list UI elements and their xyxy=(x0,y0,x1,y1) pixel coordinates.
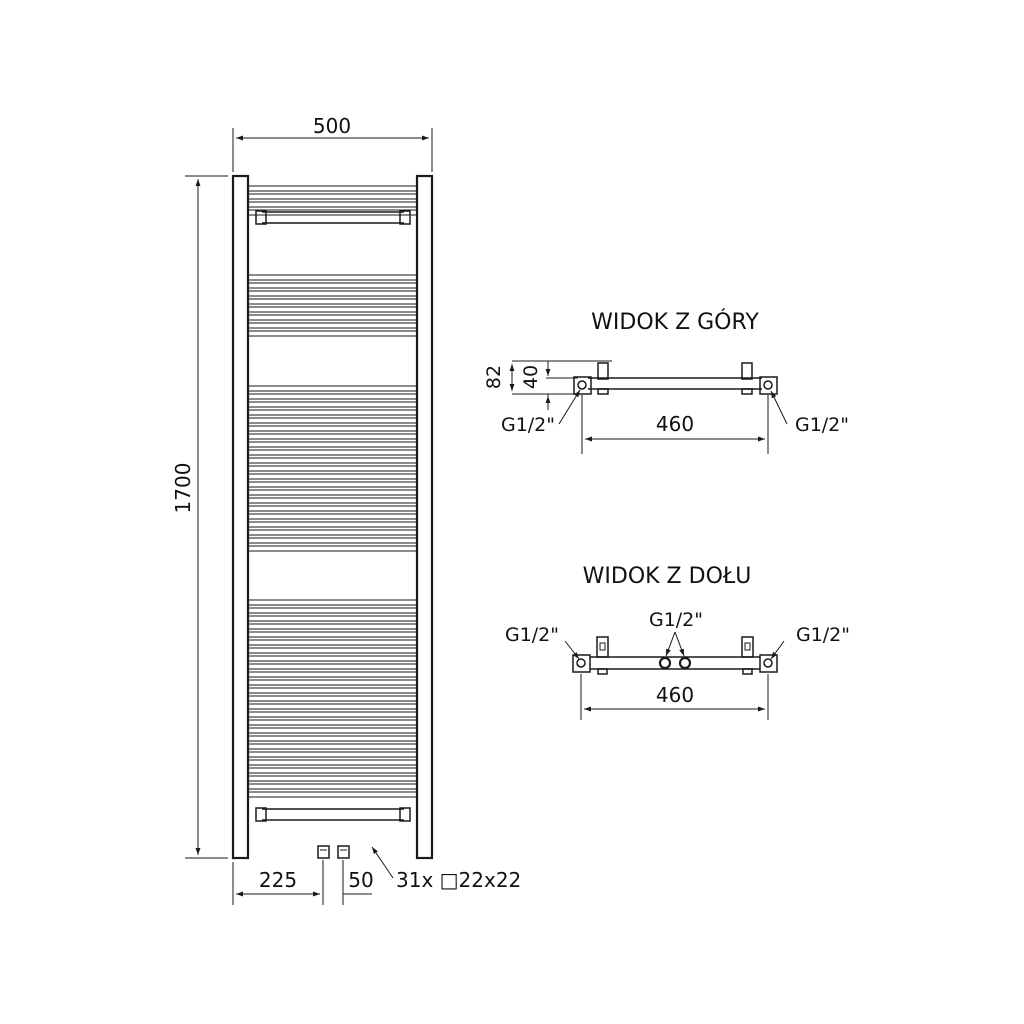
horizontal-tube xyxy=(248,672,417,677)
horizontal-tube xyxy=(248,530,417,535)
horizontal-tube xyxy=(248,720,417,725)
horizontal-tube xyxy=(248,474,417,479)
horizontal-tube xyxy=(248,688,417,693)
top-view: WIDOK Z GÓRY 82 40 G1/2" G1/2" xyxy=(483,309,849,454)
horizontal-tube xyxy=(248,450,417,455)
horizontal-tube xyxy=(248,426,417,431)
horizontal-tube xyxy=(248,736,417,741)
pipe-spacing-dimension: 225 50 xyxy=(232,860,374,905)
front-view: 500 1700 225 50 31x □22x22 xyxy=(171,114,521,905)
depth-outer-label: 82 xyxy=(483,365,505,389)
horizontal-tubes xyxy=(248,185,417,798)
horizontal-tube xyxy=(248,186,417,191)
horizontal-tube xyxy=(248,616,417,621)
horizontal-tube xyxy=(248,402,417,407)
horizontal-tube xyxy=(248,275,417,280)
horizontal-tube xyxy=(248,434,417,439)
horizontal-tube xyxy=(248,331,417,336)
top-left-connection-label: G1/2" xyxy=(501,414,555,436)
horizontal-tube xyxy=(248,315,417,320)
top-axis-spacing-label: 460 xyxy=(656,412,694,436)
horizontal-tube xyxy=(248,202,417,207)
horizontal-tube xyxy=(248,466,417,471)
bottom-view: WIDOK Z DOŁU G1/2" G1/2" G1/2" 460 xyxy=(505,564,850,720)
horizontal-tube xyxy=(248,522,417,527)
horizontal-tube xyxy=(248,712,417,717)
horizontal-tube xyxy=(248,600,417,605)
width-dimension: 500 xyxy=(232,114,433,172)
horizontal-tube xyxy=(248,323,417,328)
bottom-left-connection-label: G1/2" xyxy=(505,624,559,646)
height-dimension: 1700 xyxy=(171,175,228,859)
horizontal-tube xyxy=(248,744,417,749)
horizontal-tube xyxy=(248,386,417,391)
horizontal-tube xyxy=(248,768,417,773)
top-right-connection-label: G1/2" xyxy=(795,414,849,436)
horizontal-tube xyxy=(248,498,417,503)
height-label: 1700 xyxy=(171,463,195,514)
bottom-middle-connection-b xyxy=(678,656,692,670)
bottom-view-title: WIDOK Z DOŁU xyxy=(583,564,752,589)
bottom-middle-connection-label: G1/2" xyxy=(649,609,703,631)
top-right-connection xyxy=(759,376,778,395)
width-label: 500 xyxy=(313,114,351,138)
horizontal-tube xyxy=(248,307,417,312)
connector-spacing-label: 50 xyxy=(348,868,373,892)
horizontal-tube xyxy=(248,299,417,304)
horizontal-tube xyxy=(248,458,417,463)
right-column xyxy=(415,174,434,860)
bottom-right-connection-label: G1/2" xyxy=(796,624,850,646)
horizontal-tube xyxy=(248,490,417,495)
horizontal-tube xyxy=(248,696,417,701)
horizontal-tube xyxy=(248,546,417,551)
top-view-title: WIDOK Z GÓRY xyxy=(591,309,759,335)
horizontal-tube xyxy=(248,410,417,415)
horizontal-tube xyxy=(248,656,417,661)
horizontal-tube xyxy=(248,776,417,781)
bottom-connectors xyxy=(317,845,350,859)
left-column xyxy=(231,174,250,860)
top-bracket xyxy=(255,210,411,225)
horizontal-tube xyxy=(248,792,417,797)
bottom-axis-spacing-label: 460 xyxy=(656,683,694,707)
tubes-leader: 31x □22x22 xyxy=(371,846,521,892)
horizontal-tube xyxy=(248,664,417,669)
top-left-connection xyxy=(573,376,592,395)
horizontal-tube xyxy=(248,418,417,423)
horizontal-tube xyxy=(248,506,417,511)
horizontal-tube xyxy=(248,632,417,637)
horizontal-tube xyxy=(248,442,417,447)
horizontal-tube xyxy=(248,514,417,519)
bottom-left-connection xyxy=(572,654,591,673)
horizontal-tube xyxy=(248,752,417,757)
horizontal-tube xyxy=(248,704,417,709)
horizontal-tube xyxy=(248,291,417,296)
horizontal-tube xyxy=(248,538,417,543)
horizontal-tube xyxy=(248,640,417,645)
bottom-bracket xyxy=(255,807,411,822)
pipe-spacing-label: 225 xyxy=(259,868,297,892)
horizontal-tube xyxy=(248,648,417,653)
bottom-right-connection xyxy=(759,654,778,673)
horizontal-tube xyxy=(248,608,417,613)
horizontal-tube xyxy=(248,760,417,765)
tubes-label: 31x □22x22 xyxy=(396,868,521,892)
horizontal-tube xyxy=(248,728,417,733)
horizontal-tube xyxy=(248,482,417,487)
bottom-middle-connection-a xyxy=(658,656,672,670)
horizontal-tube xyxy=(248,784,417,789)
depth-inner-label: 40 xyxy=(520,365,542,389)
horizontal-tube xyxy=(248,283,417,288)
horizontal-tube xyxy=(248,624,417,629)
horizontal-tube xyxy=(248,194,417,199)
horizontal-tube xyxy=(248,680,417,685)
horizontal-tube xyxy=(248,394,417,399)
